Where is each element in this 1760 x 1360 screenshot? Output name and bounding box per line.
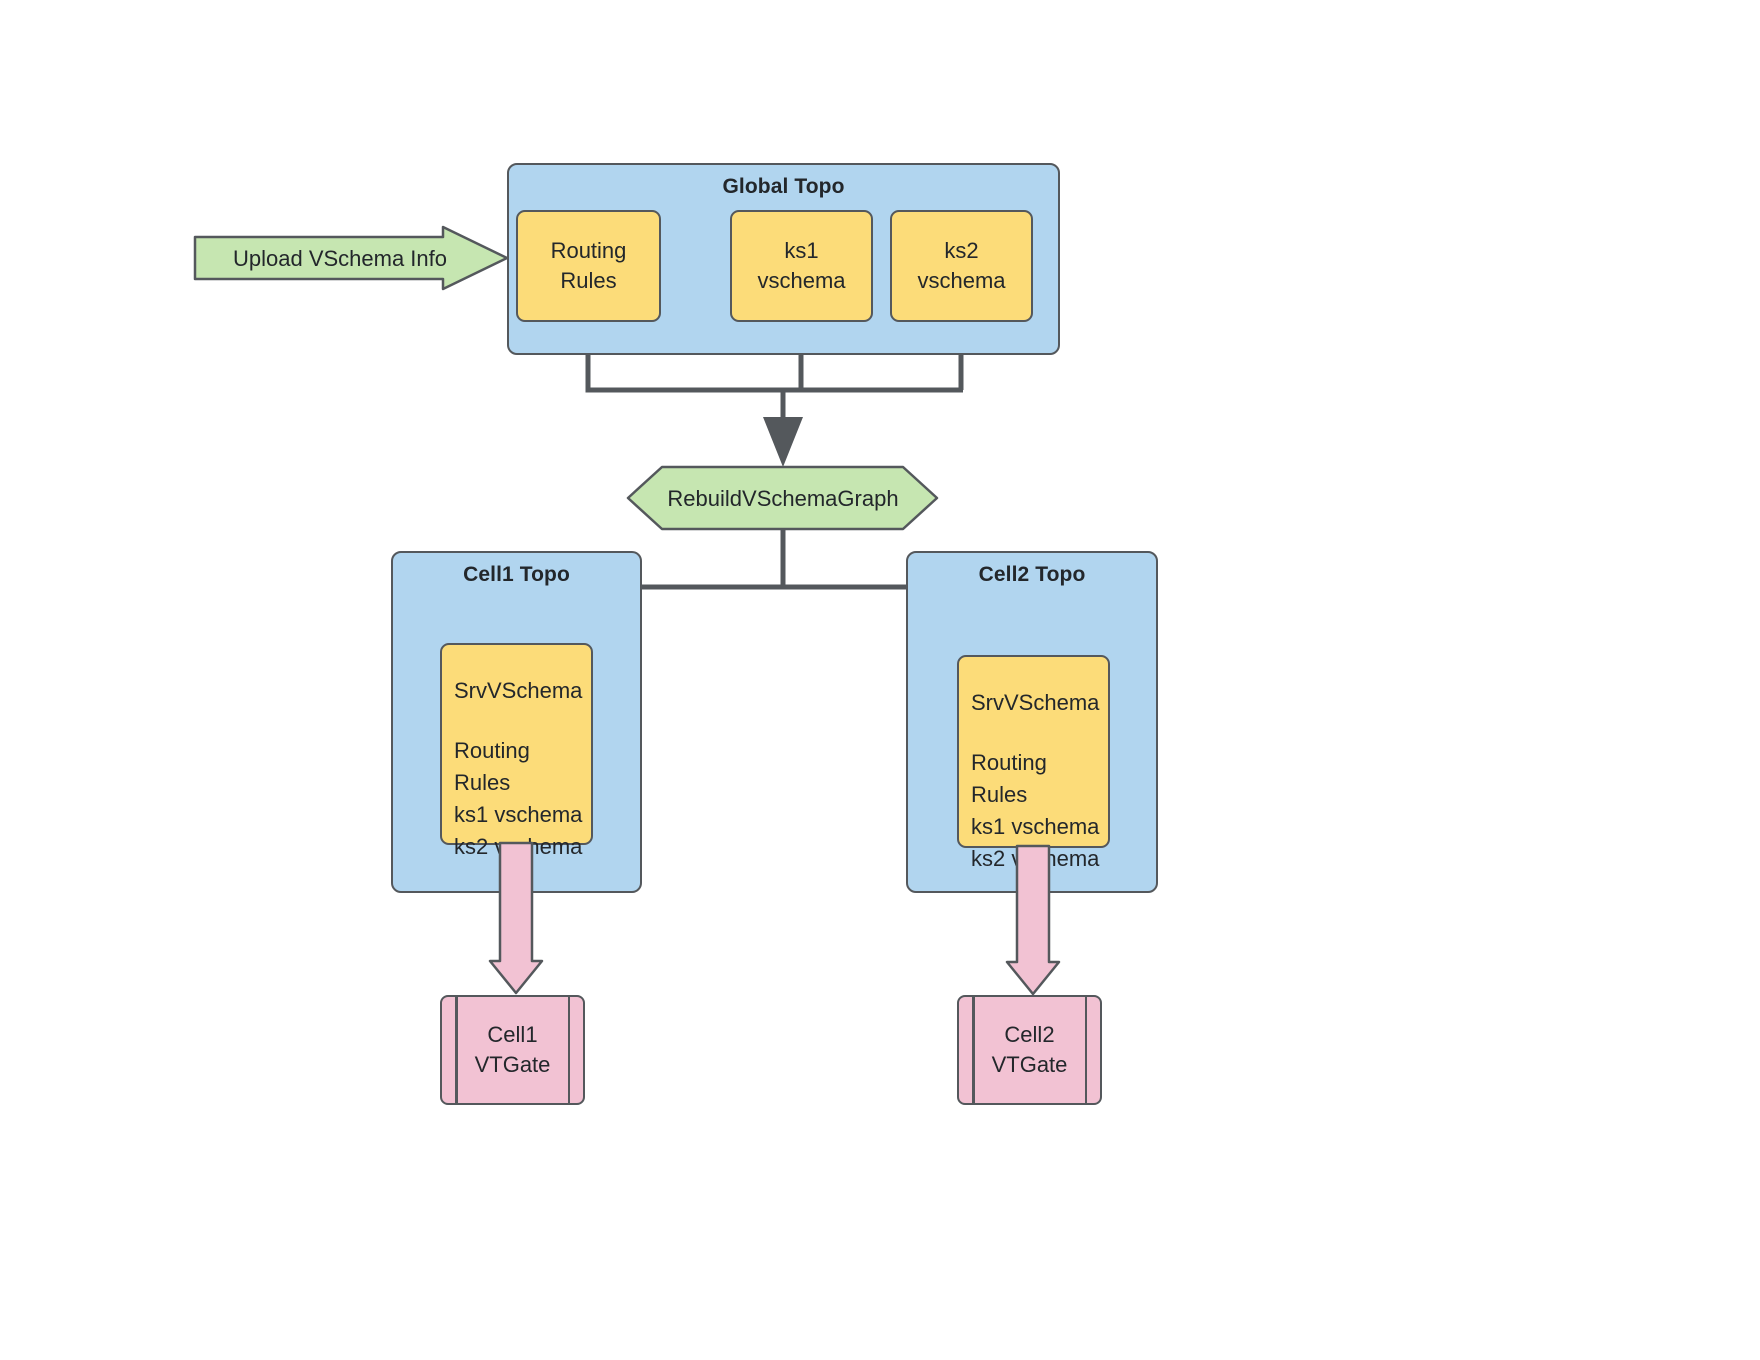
routing-rules-line1: Routing [550, 237, 627, 263]
cell2-vtgate-line2: VTGate [991, 1052, 1068, 1077]
rebuild-vschema-graph-hexagon[interactable] [626, 465, 940, 533]
global-topo-title: Global Topo [722, 175, 845, 198]
cell1-vtgate-node[interactable]: Cell1 VTGate [440, 995, 585, 1105]
cell2-topo-title: Cell2 Topo [978, 563, 1086, 586]
cell1-srvvschema-box[interactable]: SrvVSchema Routing Rules ks1 vschema ks2… [440, 643, 593, 859]
cell1-vtgate-line1: Cell1 [487, 1021, 538, 1047]
upload-vschema-arrow[interactable] [193, 225, 509, 293]
cell2-vtgate-node[interactable]: Cell2 VTGate [957, 995, 1102, 1105]
cell2-srv-title: SrvVSchema [971, 690, 1100, 715]
ks2-line1: ks2 [944, 237, 979, 263]
cell2-srvvschema-box[interactable]: SrvVSchema Routing Rules ks1 vschema ks2… [957, 655, 1110, 871]
ks2-line2: vschema [917, 268, 1006, 293]
cell2-vtgate-right-bar [1084, 997, 1087, 1103]
cell1-srv-to-vtgate-arrow [488, 841, 544, 995]
cell2-srv-line-2: ks1 vschema [971, 813, 1100, 839]
cell2-vtgate-left-bar [972, 997, 975, 1103]
ks1-line2: vschema [757, 268, 846, 293]
ks1-line1: ks1 [784, 237, 819, 263]
global-box-routing-rules[interactable]: Routing Rules [516, 210, 661, 322]
cell1-vtgate-left-bar [455, 997, 458, 1103]
upload-vschema-label: Upload VSchema Info [232, 246, 448, 271]
cell1-srv-line-2: ks1 vschema [454, 801, 583, 827]
cell1-vtgate-right-bar [567, 997, 570, 1103]
cell1-srv-title: SrvVSchema [454, 678, 583, 703]
cell2-srv-to-vtgate-arrow [1005, 844, 1061, 996]
global-box-ks2-vschema[interactable]: ks2 vschema [890, 210, 1033, 322]
rebuild-vschema-graph-label: RebuildVSchemaGraph [667, 486, 899, 511]
cell1-vtgate-line2: VTGate [474, 1052, 551, 1077]
routing-rules-line2: Rules [560, 268, 617, 293]
cell2-srv-line-1: Routing Rules [971, 749, 1047, 807]
cell2-vtgate-line1: Cell2 [1004, 1021, 1055, 1047]
cell1-srv-line-1: Routing Rules [454, 737, 530, 795]
global-box-ks1-vschema[interactable]: ks1 vschema [730, 210, 873, 322]
cell1-topo-title: Cell1 Topo [463, 563, 570, 586]
